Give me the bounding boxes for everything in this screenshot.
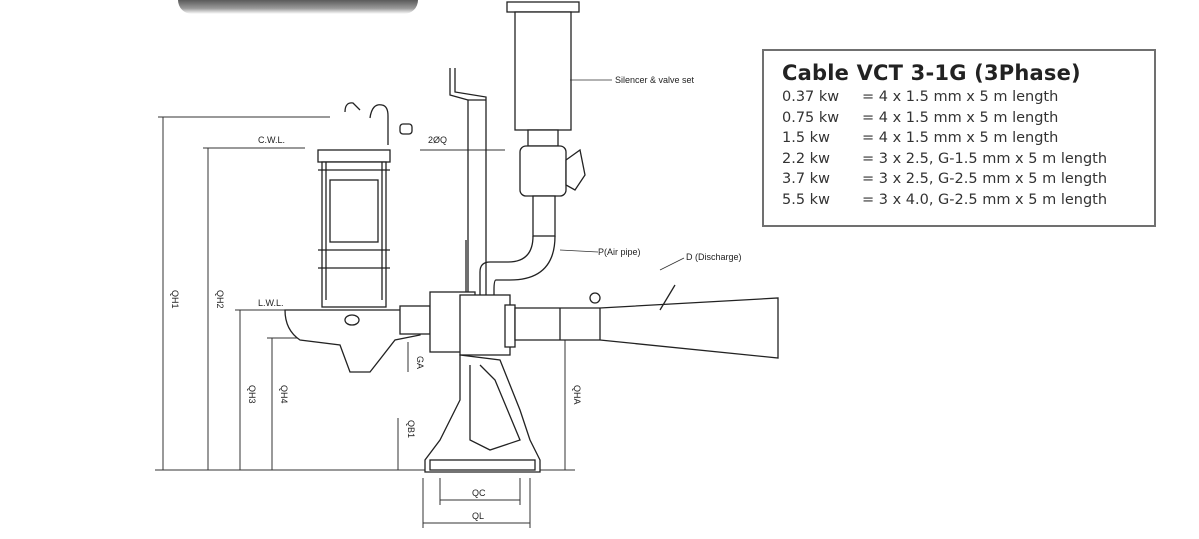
discharge-pipe — [514, 284, 779, 359]
qb1-label: QB1 — [406, 420, 416, 438]
cwl-label: C.W.L. — [258, 135, 285, 145]
qh4-label: QH4 — [279, 385, 289, 404]
power-rating: 3.7 kw — [782, 171, 830, 187]
cable-spec: = 3 x 4.0, G-2.5 mm x 5 m length — [862, 191, 1108, 208]
pedestal-base — [424, 354, 541, 473]
cable-spec: = 3 x 2.5, G-2.5 mm x 5 m length — [862, 171, 1108, 187]
qc-label: QC — [472, 488, 486, 498]
air-pipe-label: P(Air pipe) — [598, 247, 641, 257]
ql-label: QL — [472, 511, 484, 521]
pump-motor — [284, 102, 516, 373]
silencer-label: Silencer & valve set — [615, 75, 695, 85]
silencer-valve-set — [506, 1, 586, 237]
power-rating: 0.37 kw — [782, 89, 840, 105]
qh2-label: QH2 — [215, 290, 225, 309]
top-image-fragment — [178, 0, 418, 14]
guide-rail — [449, 68, 487, 300]
qh1-label: QH1 — [170, 290, 180, 309]
cable-spec-row: 5.5 kw = 3 x 4.0, G-2.5 mm x 5 m length — [782, 190, 1154, 211]
cable-spec-row: 2.2 kw = 3 x 2.5, G-1.5 mm x 5 m length — [782, 149, 1154, 170]
power-rating: 1.5 kw — [782, 130, 830, 146]
qh3-label: QH3 — [247, 385, 257, 404]
cable-spec: = 4 x 1.5 mm x 5 m length — [862, 89, 1059, 105]
ga-label: GA — [415, 356, 425, 369]
cable-spec-table: Cable VCT 3-1G (3Phase) 0.37 kw = 4 x 1.… — [762, 49, 1156, 227]
power-rating: 5.5 kw — [782, 191, 830, 208]
power-rating: 0.75 kw — [782, 109, 840, 126]
lwl-label: L.W.L. — [258, 298, 284, 308]
power-rating: 2.2 kw — [782, 150, 830, 167]
qha-label: QHA — [572, 385, 582, 405]
air-pipe — [465, 235, 556, 298]
cable-spec: = 3 x 2.5, G-1.5 mm x 5 m length — [862, 150, 1108, 167]
cable-spec-title: Cable VCT 3-1G (3Phase) — [782, 61, 1081, 85]
discharge-label: D (Discharge) — [686, 252, 742, 262]
two-phi-q-label: 2ØQ — [428, 135, 447, 145]
cable-spec-row: 0.75 kw = 4 x 1.5 mm x 5 m length — [782, 108, 1154, 129]
cable-spec-row: 1.5 kw = 4 x 1.5 mm x 5 m length — [782, 128, 1154, 149]
cable-spec-row: 3.7 kw = 3 x 2.5, G-2.5 mm x 5 m length — [782, 169, 1154, 190]
cable-spec-row: 0.37 kw = 4 x 1.5 mm x 5 m length — [782, 87, 1154, 108]
cable-spec: = 4 x 1.5 mm x 5 m length — [862, 109, 1059, 126]
cable-spec: = 4 x 1.5 mm x 5 m length — [862, 130, 1059, 146]
